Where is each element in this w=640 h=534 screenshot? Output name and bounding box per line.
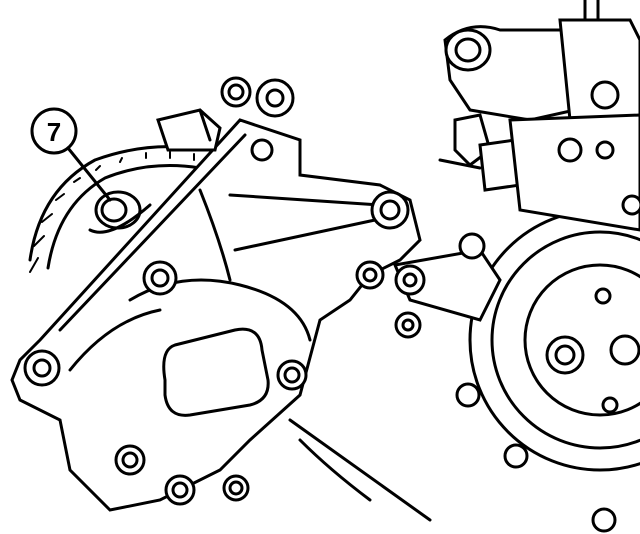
- idler-bracket: [392, 232, 617, 533]
- callout-7-label: 7: [47, 117, 61, 147]
- thermostat-housing: [438, 0, 640, 232]
- sensor-block: [156, 108, 222, 152]
- water-pump-pulley: [468, 208, 640, 472]
- chain-guide-bolt: [88, 190, 152, 234]
- cover-bolts: [23, 76, 410, 506]
- callout-7: 7: [30, 107, 112, 202]
- front-cover: [10, 118, 432, 522]
